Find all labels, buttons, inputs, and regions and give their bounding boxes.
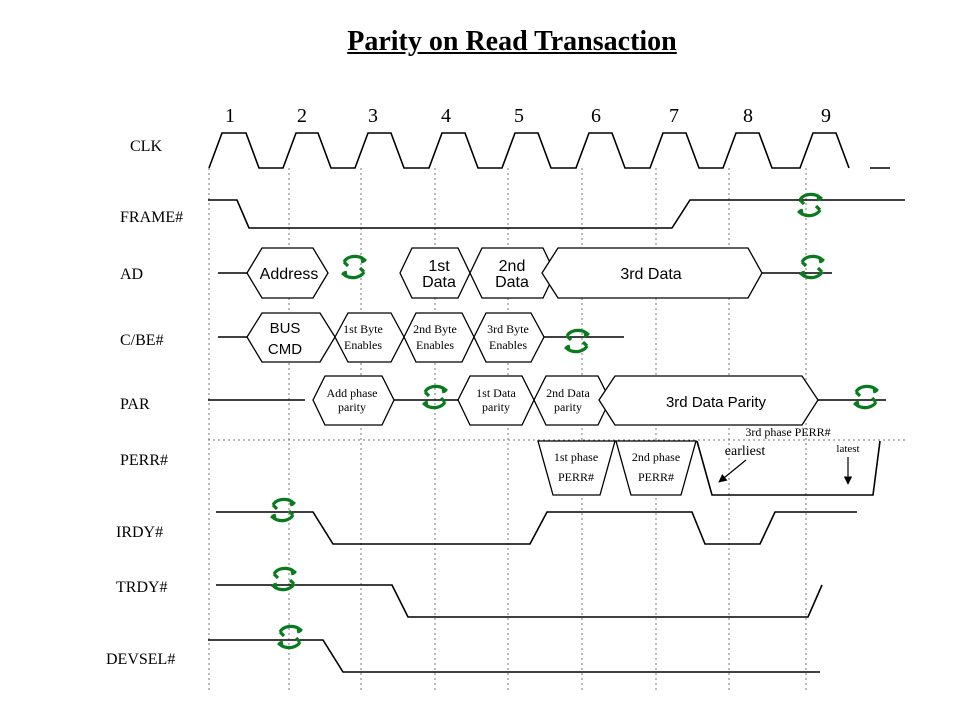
perr-earliest-label: earliest — [725, 444, 766, 459]
ad-data3-label: 3rd Data — [620, 266, 681, 283]
clock-number-6: 6 — [591, 105, 601, 127]
signal-label-perr: PERR# — [120, 452, 168, 469]
ad-bus: Address 1st Data 2nd Data 3rd Data — [218, 247, 832, 299]
par-d2-line2: parity — [554, 400, 582, 414]
earliest-arrow — [718, 459, 747, 483]
cbe-be3-line1: 3rd Byte — [487, 322, 529, 336]
ad-data2-line1: 2nd — [499, 258, 526, 275]
cbe-be2-line2: Enables — [416, 338, 454, 352]
clock-number-8: 8 — [743, 105, 753, 127]
clock-number-5: 5 — [514, 105, 524, 127]
cbe-bus: BUS CMD 1st Byte Enables 2nd Byte Enable… — [218, 312, 624, 363]
par-bus: Add phase parity 1st Data parity 2nd Dat… — [208, 375, 886, 426]
frame-waveform — [208, 199, 905, 229]
ad-data1-line1: 1st — [428, 258, 450, 275]
perr-bus: 1st phase PERR# 2nd phase PERR# 3rd phas… — [537, 425, 881, 496]
clock-number-7: 7 — [669, 105, 679, 127]
cbe-buscmd-line1: BUS — [270, 320, 301, 337]
turnaround-cycle-icon — [270, 566, 298, 592]
perr-p1-line1: 1st phase — [554, 450, 598, 464]
signal-label-ad: AD — [120, 266, 143, 283]
ad-data1-line2: Data — [422, 274, 456, 291]
par-add-line2: parity — [338, 400, 366, 414]
turnaround-cycle-icon — [340, 254, 368, 280]
cbe-be2-line1: 2nd Byte — [413, 322, 457, 336]
par-d3-label: 3rd Data Parity — [666, 394, 767, 411]
signal-label-par: PAR — [120, 396, 150, 413]
trdy-waveform — [216, 584, 823, 618]
turnaround-cycle-icon — [796, 192, 824, 218]
par-d1-line1: 1st Data — [476, 386, 516, 400]
signal-labels: CLK FRAME# AD C/BE# PAR PERR# IRDY# TRDY… — [106, 138, 183, 668]
cbe-be1-line1: 1st Byte — [343, 322, 383, 336]
clock-numbers: 1 2 3 4 5 6 7 8 9 — [225, 105, 831, 127]
perr-p1-line2: PERR# — [558, 470, 594, 484]
perr-p2-line1: 2nd phase — [632, 450, 680, 464]
perr-latest-label: latest — [836, 443, 859, 455]
par-add-line1: Add phase — [327, 386, 378, 400]
turnaround-cycle-icon — [852, 384, 880, 410]
par-d2-line1: 2nd Data — [546, 386, 590, 400]
diagram-title: Parity on Read Transaction — [347, 26, 677, 57]
signal-label-cbe: C/BE# — [120, 332, 164, 349]
clock-number-9: 9 — [821, 105, 831, 127]
turnaround-cycle-icon — [276, 624, 304, 650]
ad-address-label: Address — [260, 266, 319, 283]
turnaround-cycle-icon — [563, 328, 591, 354]
turnaround-cycle-icon — [798, 254, 826, 280]
clock-number-4: 4 — [441, 105, 451, 127]
par-d1-line2: parity — [482, 400, 510, 414]
signal-label-clk: CLK — [130, 138, 162, 155]
clock-number-2: 2 — [297, 105, 307, 127]
clk-waveform — [208, 132, 890, 169]
perr-p2-line2: PERR# — [638, 470, 674, 484]
clock-number-3: 3 — [368, 105, 378, 127]
cbe-be1-line2: Enables — [344, 338, 382, 352]
devsel-waveform — [208, 639, 820, 673]
irdy-waveform — [216, 511, 857, 545]
perr-p3-header: 3rd phase PERR# — [745, 425, 830, 439]
signal-label-irdy: IRDY# — [116, 524, 163, 541]
signal-label-devsel: DEVSEL# — [106, 651, 175, 668]
clock-number-1: 1 — [225, 105, 235, 127]
cbe-buscmd-line2: CMD — [268, 341, 302, 358]
turnaround-cycle-icon — [269, 497, 297, 523]
signal-label-trdy: TRDY# — [116, 579, 168, 596]
cbe-be3-line2: Enables — [489, 338, 527, 352]
ad-data2-line2: Data — [495, 274, 529, 291]
signal-label-frame: FRAME# — [120, 209, 183, 226]
